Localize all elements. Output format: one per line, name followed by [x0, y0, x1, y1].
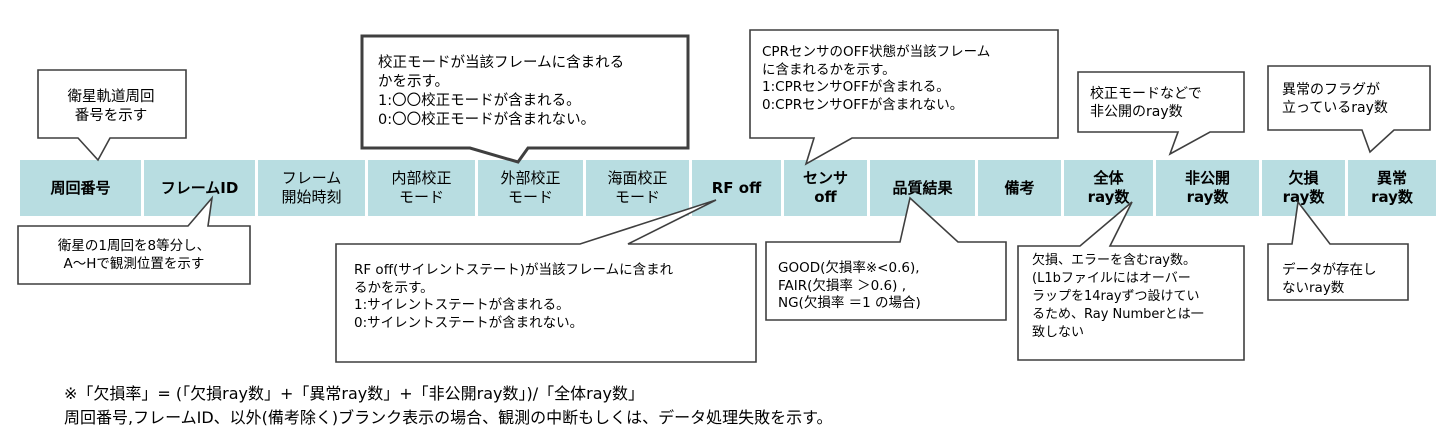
header-cell-internal-calibration: 内部校正 モード — [368, 160, 478, 216]
header-cell-anomaly-ray-count: 異常 ray数 — [1371, 169, 1413, 206]
header-cell-external-calibration: 外部校正 モード — [478, 160, 586, 216]
callout-calibration-shape — [360, 34, 690, 164]
footnote-blank-display: 周回番号,フレームID、以外(備考除く)ブランク表示の場合、観測の中断もしくは、… — [64, 408, 833, 427]
header-cell-total-ray-count: 全体 ray数 — [1064, 160, 1156, 216]
callout-frameid-shape — [17, 195, 251, 285]
callout-orbit-shape — [37, 69, 187, 162]
header-cell-frame-start-time: フレーム 開始時刻 — [258, 160, 368, 216]
callout-calibration-text: 校正モードが当該フレームに含まれる かを示す。 1:〇〇校正モードが含まれる。 … — [378, 55, 625, 128]
callout-cpr-shape — [749, 29, 1059, 166]
header-cell-sensor-off: センサ off — [784, 160, 870, 216]
callout-missing-shape — [1267, 199, 1409, 301]
header-cell-rf-off: RF off — [692, 160, 784, 216]
callout-orbit-text: 衛星軌道周回 番号を示す — [67, 89, 155, 124]
callout-private-shape — [1077, 71, 1245, 156]
header-cell-private-ray-count: 非公開 ray数 — [1156, 160, 1262, 216]
callout-quality-shape — [765, 196, 1007, 321]
header-cell-frame-id: フレームID — [144, 160, 258, 216]
header-cell-missing-ray-count: 欠損 ray数 — [1262, 160, 1348, 216]
callout-rfoff-text: RF off(サイレントステート)が当該フレームに含まれ るかを示す。 1:サイ… — [354, 262, 674, 331]
callout-total-shape — [1017, 201, 1245, 361]
callout-total-text: 欠損、エラーを含むray数。 (L1bファイルにはオーバー ラップを14rayず… — [1032, 253, 1204, 340]
header-cell-sea-surface-calibration: 海面校正 モード — [586, 160, 692, 216]
callout-rfoff-shape — [335, 199, 757, 363]
callout-cpr-text: CPRセンサのOFF状態が当該フレーム に含まれるかを示す。 1:CPRセンサO… — [762, 44, 991, 113]
callout-anomaly-text: 異常のフラグが 立っているray数 — [1282, 82, 1388, 116]
callout-missing-text: データが存在し ないray数 — [1282, 262, 1377, 296]
header-cell-remarks: 備考 — [978, 160, 1064, 216]
callout-private-text: 校正モードなどで 非公開のray数 — [1090, 86, 1202, 120]
header-cell-quality-result: 品質結果 — [870, 160, 978, 216]
callout-anomaly-shape — [1267, 65, 1431, 154]
callout-quality-text: GOOD(欠損率※<0.6), FAIR(欠損率 ＞0.6) , NG(欠損率 … — [778, 260, 921, 311]
header-cell-orbit-number: 周回番号 — [20, 160, 144, 216]
footnote-missing-rate: ※「欠損率」= (「欠損ray数」+「異常ray数」+「非公開ray数」)/「全… — [64, 384, 644, 403]
callout-frameid-text: 衛星の1周回を8等分し、 A～Hで観測位置を示す — [57, 238, 211, 272]
